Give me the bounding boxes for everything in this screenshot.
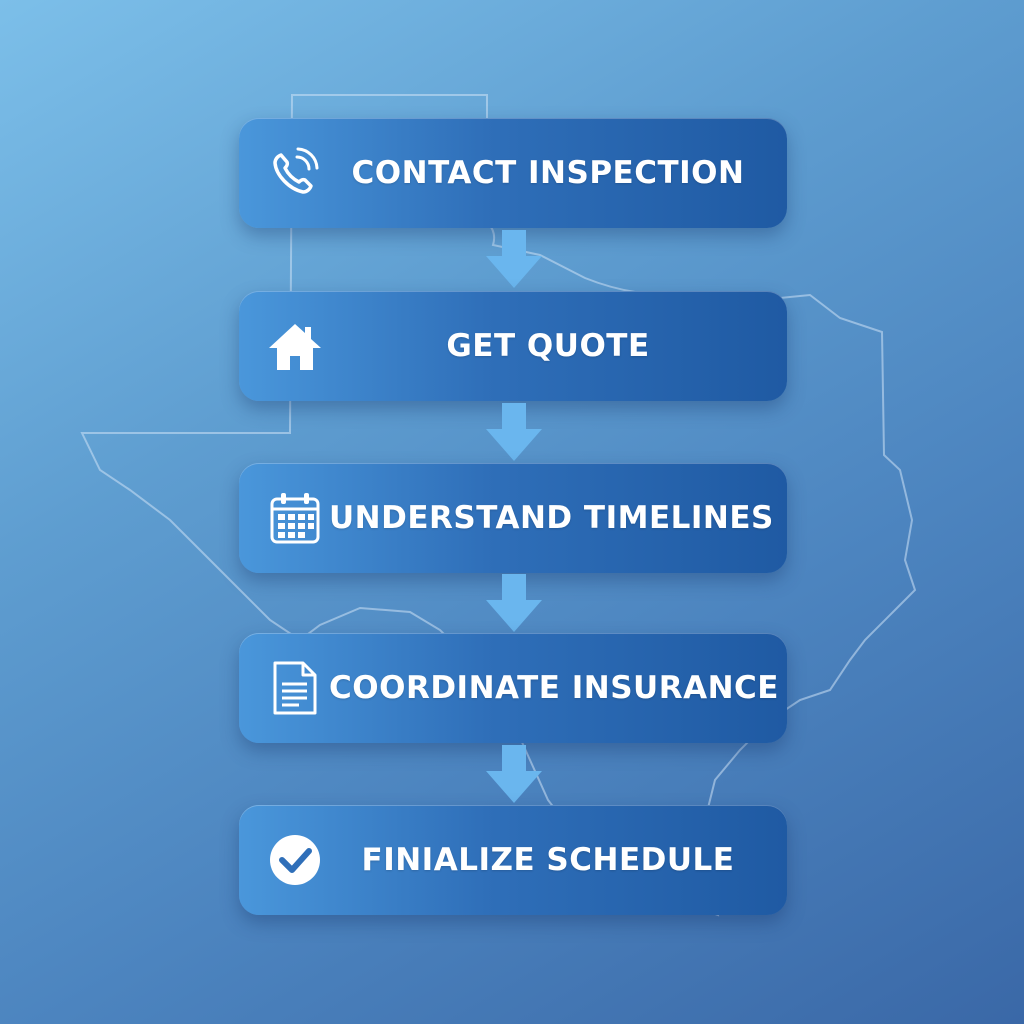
step-label: CONTACT INSPECTION (351, 155, 745, 191)
step-label: UNDERSTAND TIMELINES (329, 500, 774, 536)
down-arrow-icon (482, 570, 546, 634)
document-icon (267, 660, 323, 716)
step-understand-timelines[interactable]: UNDERSTAND TIMELINES (239, 463, 787, 573)
step-get-quote[interactable]: GET QUOTE (239, 291, 787, 401)
calendar-icon (267, 490, 323, 546)
down-arrow-icon (482, 399, 546, 463)
down-arrow-icon (482, 226, 546, 290)
down-arrow-icon (482, 741, 546, 805)
step-coordinate-insurance[interactable]: COORDINATE INSURANCE (239, 633, 787, 743)
house-icon (267, 318, 323, 374)
step-contact-inspection[interactable]: CONTACT INSPECTION (239, 118, 787, 228)
step-label: COORDINATE INSURANCE (329, 670, 779, 706)
step-label: GET QUOTE (446, 328, 650, 364)
phone-icon (267, 145, 323, 201)
checkmark-icon (267, 832, 323, 888)
step-finalize-schedule[interactable]: FINIALIZE SCHEDULE (239, 805, 787, 915)
step-label: FINIALIZE SCHEDULE (361, 842, 735, 878)
